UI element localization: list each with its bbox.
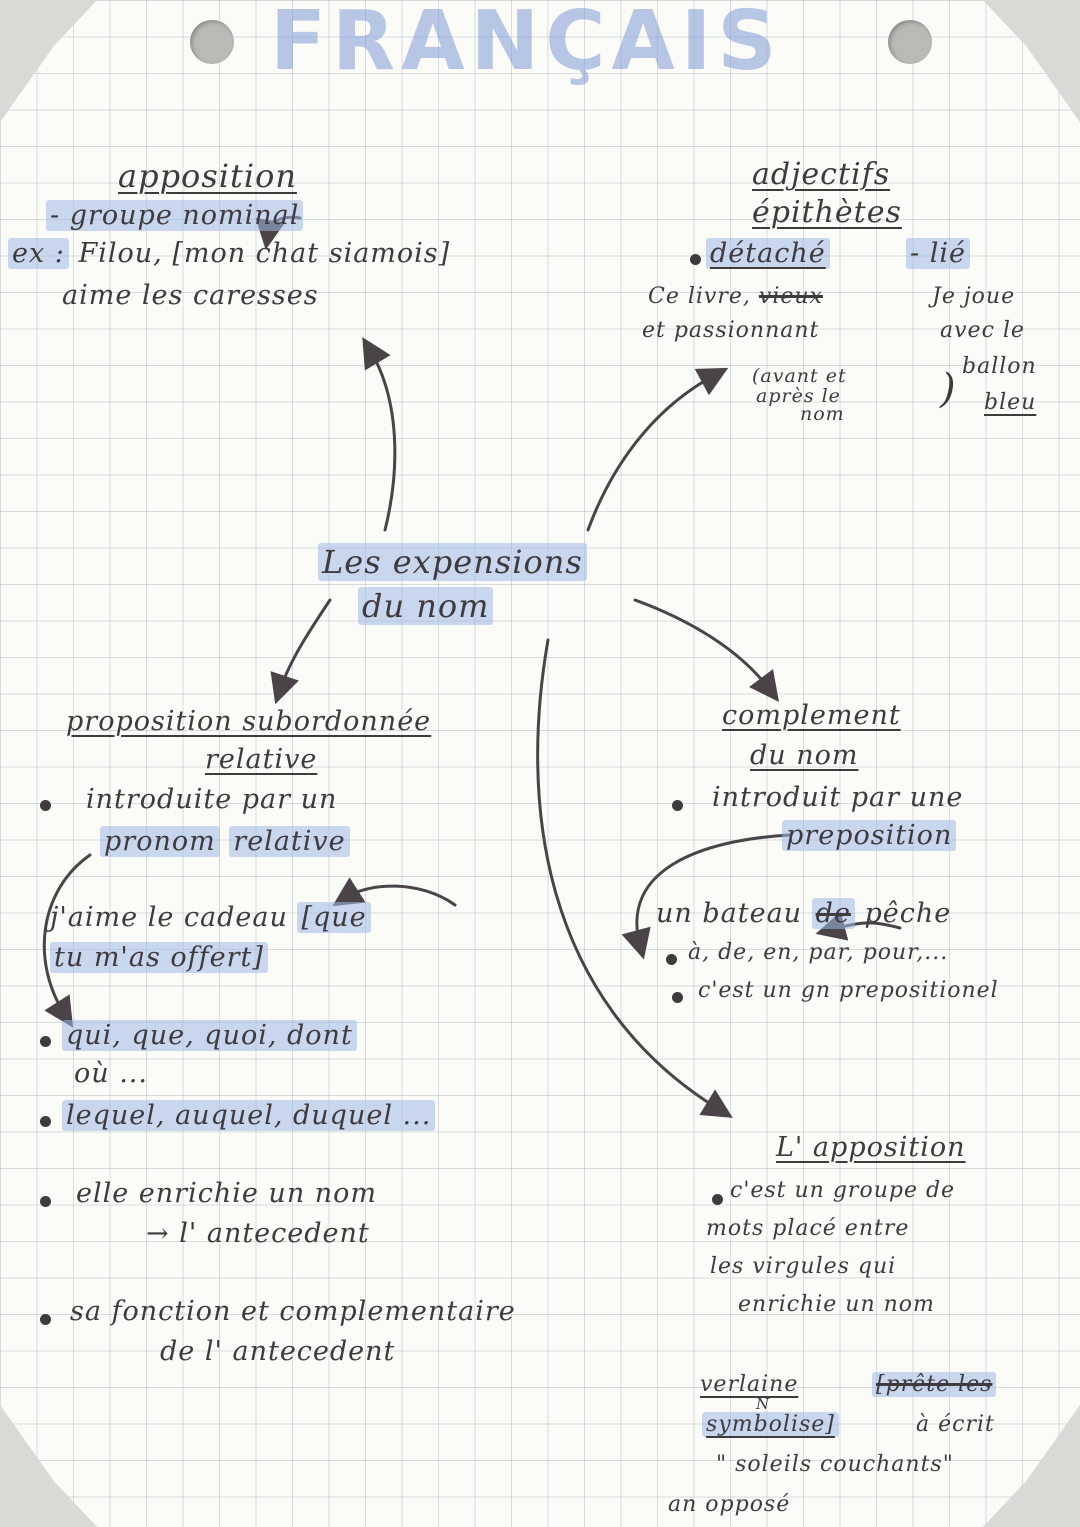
punch-hole-right xyxy=(888,20,932,64)
apposition2-line4: enrichie un nom xyxy=(738,1292,935,1317)
arrow-to-apposition xyxy=(362,337,397,532)
relative-point3-1: sa fonction et complementaire xyxy=(70,1296,516,1327)
apposition2-ex-name: verlaine xyxy=(700,1372,799,1397)
apposition-example-end: aime les caresses xyxy=(62,280,319,311)
bullet xyxy=(690,254,701,265)
arrow-to-complement xyxy=(633,598,780,702)
detache-example-1: Ce livre, vieux xyxy=(648,284,823,309)
complement-example: un bateau de pêche xyxy=(656,898,952,929)
relative-list1-1: qui, que, quoi, dont xyxy=(62,1020,357,1051)
bullet xyxy=(672,800,683,811)
relative-list2: lequel, auquel, duquel ... xyxy=(62,1100,436,1131)
bullet xyxy=(40,1196,51,1207)
arrow-preposition-to-list xyxy=(621,833,792,960)
relative-list1-2: où ... xyxy=(74,1058,148,1089)
adjectif-note-close: ) xyxy=(940,366,957,412)
apposition2-line3: les virgules qui xyxy=(710,1254,897,1279)
center-line-2: du nom xyxy=(358,587,494,625)
bullet xyxy=(672,992,683,1003)
adjectif-note-2: après le xyxy=(756,385,841,407)
relative-heading-1: proposition subordonnée xyxy=(66,706,432,737)
adjectif-note-3: nom xyxy=(800,403,845,425)
apposition-item: - groupe nominal xyxy=(46,200,304,231)
apposition2-line2: mots placé entre xyxy=(706,1216,910,1241)
arrow-to-relative xyxy=(270,598,332,705)
apposition2-ex-line2: à écrit xyxy=(916,1412,995,1437)
apposition2-heading: L' apposition xyxy=(776,1132,966,1163)
relative-point1-1: introduite par un xyxy=(86,784,338,815)
apposition2-ex-symb: symbolise] xyxy=(702,1412,839,1437)
center-line-1: Les expensions xyxy=(318,543,587,581)
bullet xyxy=(712,1194,723,1205)
adjectif-note-1: (avant et xyxy=(752,365,847,387)
complement-list2: c'est un gn prepositionel xyxy=(698,978,999,1003)
arrow-pronom-to-list xyxy=(42,853,92,1028)
detache-label: détaché xyxy=(706,238,830,269)
bullet xyxy=(40,1036,51,1047)
relative-point3-2: de l' antecedent xyxy=(160,1336,396,1367)
arrow-cadeau-que xyxy=(332,877,457,907)
apposition2-ex-bracket: [prête les xyxy=(872,1372,997,1397)
complement-heading-1: complement xyxy=(722,700,901,731)
punch-hole-left xyxy=(190,20,234,64)
relative-point2-2: → l' antecedent xyxy=(146,1218,370,1249)
apposition2-ex-line3: " soleils couchants" xyxy=(716,1452,954,1477)
adjectifs-heading-2: épithètes xyxy=(752,195,902,230)
lie-label: - lié xyxy=(906,238,970,269)
apposition-heading: apposition xyxy=(118,157,297,195)
detache-example-2: et passionnant xyxy=(642,318,820,343)
lie-example-3: ballon xyxy=(962,354,1037,379)
lie-example-1: Je joue xyxy=(932,284,1016,309)
page-title: FRANÇAIS xyxy=(270,0,783,89)
complement-heading-2: du nom xyxy=(750,740,859,771)
relative-point2-1: elle enrichie un nom xyxy=(76,1178,378,1209)
relative-example-1: j'aime le cadeau [que xyxy=(50,902,371,933)
relative-point1-2: pronom relative xyxy=(100,826,350,857)
relative-example-2: tu m'as offert] xyxy=(50,942,268,973)
bullet xyxy=(40,800,51,811)
bullet xyxy=(666,954,677,965)
lie-example-2: avec le xyxy=(940,318,1025,343)
arrow-to-apposition2 xyxy=(536,638,733,1118)
apposition2-line1: c'est un groupe de xyxy=(730,1178,956,1203)
arrow-to-adjectifs xyxy=(586,367,729,532)
apposition2-ex-line4: an opposé xyxy=(668,1492,791,1517)
apposition2-ex-n: N xyxy=(756,1395,771,1413)
adjectifs-heading-1: adjectifs xyxy=(752,157,891,192)
lie-example-4: bleu xyxy=(984,390,1037,415)
relative-heading-2: relative xyxy=(205,744,318,775)
complement-list1: à, de, en, par, pour,... xyxy=(688,940,949,965)
bullet xyxy=(40,1116,51,1127)
apposition-example: ex : Filou, [mon chat siamois] xyxy=(8,238,450,269)
bullet xyxy=(40,1314,51,1325)
complement-point1-1: introduit par une xyxy=(712,782,964,813)
complement-point1-2: preposition xyxy=(782,820,957,851)
